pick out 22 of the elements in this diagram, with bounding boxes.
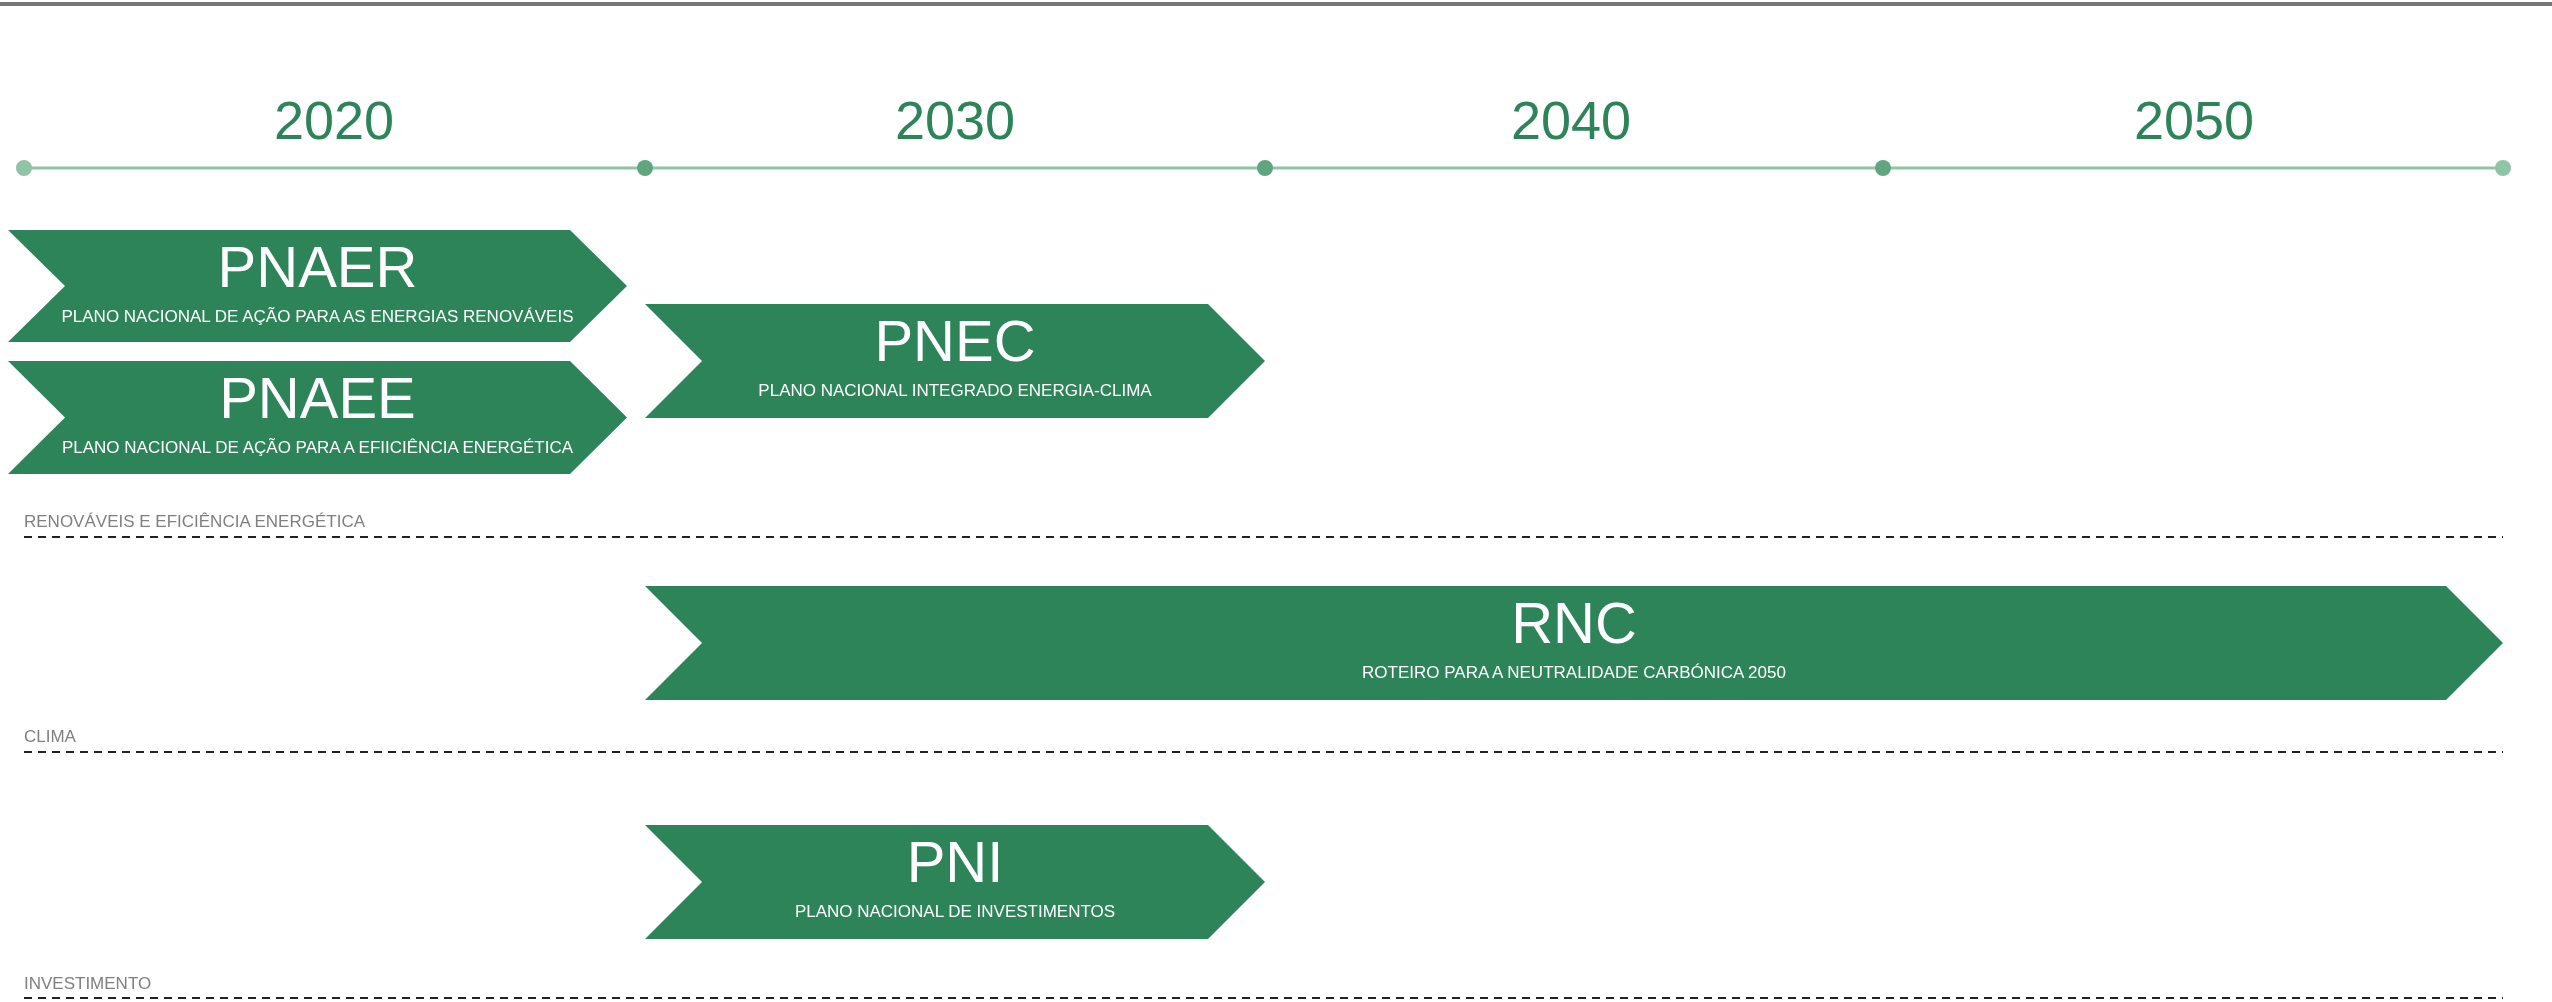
plan-name: PLANO NACIONAL DE AÇÃO PARA AS ENERGIAS RENOVÁVEIS [60, 306, 575, 328]
plan-banner [645, 825, 1265, 939]
plan-acronym: PNEC [873, 308, 1037, 374]
section-label: INVESTIMENTO [24, 974, 152, 994]
year-label: 2020 [273, 90, 395, 150]
plan-name: PLANO NACIONAL DE AÇÃO PARA A EFIICIÊNCIA ENERGÉTICA [60, 437, 575, 459]
plan-acronym: PNAER [216, 234, 419, 300]
plan-name: ROTEIRO PARA A NEUTRALIDADE CARBÓNICA 2050 [1361, 662, 1787, 684]
plan-name: PLANO NACIONAL INTEGRADO ENERGIA-CLIMA [757, 380, 1153, 402]
year-label: 2040 [1510, 90, 1632, 150]
plan-acronym: PNI [905, 829, 1005, 895]
plan-banner [645, 586, 2503, 700]
plan-acronym: RNC [1510, 590, 1638, 656]
plan-banner [8, 361, 627, 474]
plan-acronym: PNAEE [218, 365, 417, 431]
plan-name: PLANO NACIONAL DE INVESTIMENTOS [793, 901, 1117, 923]
year-label: 2050 [2133, 90, 2255, 150]
plan-banner [8, 230, 627, 342]
plan-banner [645, 304, 1265, 418]
section-label: RENOVÁVEIS E EFICIÊNCIA ENERGÉTICA [24, 512, 366, 532]
year-label: 2030 [894, 90, 1016, 150]
section-label: CLIMA [24, 727, 76, 747]
